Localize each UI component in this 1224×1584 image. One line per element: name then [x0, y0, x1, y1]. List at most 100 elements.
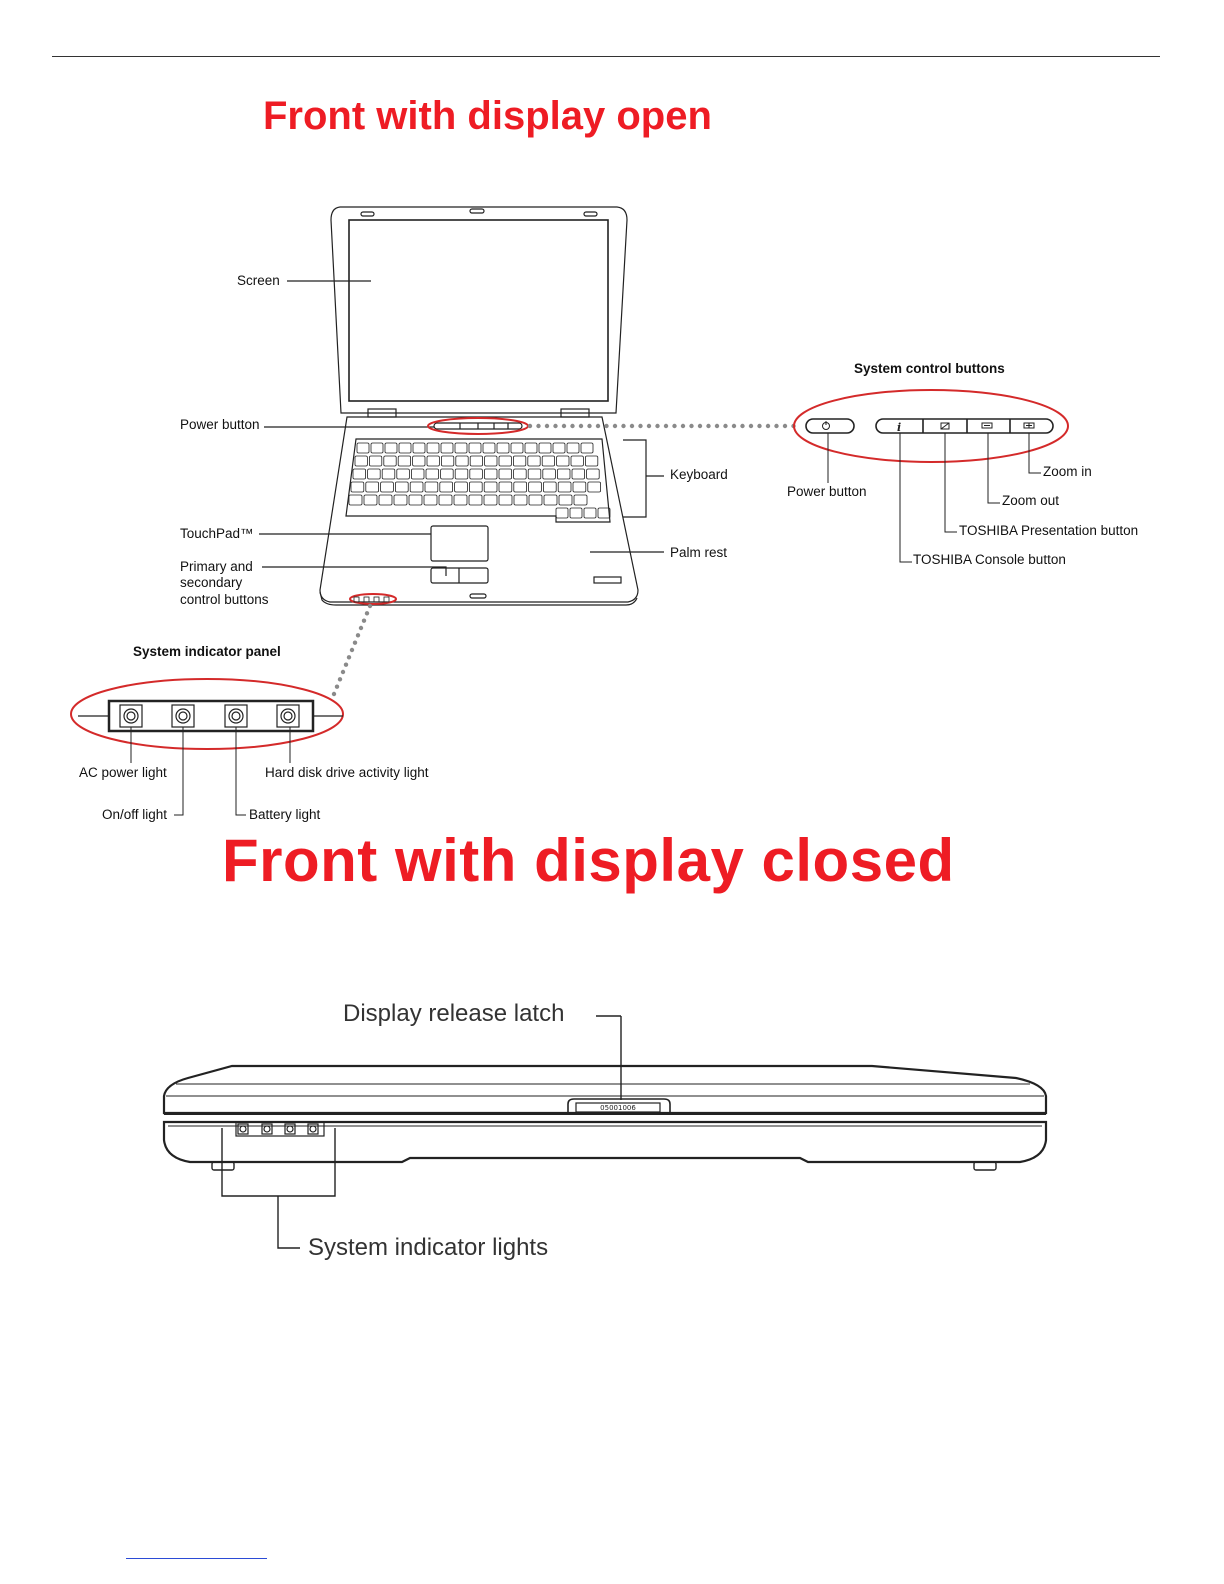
key [454, 442, 468, 454]
key [354, 455, 368, 467]
key [566, 442, 580, 454]
key [440, 455, 455, 467]
key [408, 494, 423, 506]
key [528, 481, 542, 493]
connector-dot [367, 603, 373, 609]
key [378, 494, 393, 506]
title-front-open: Front with display open [263, 94, 712, 138]
connector-dot [646, 423, 652, 429]
lid-outline [330, 206, 628, 414]
connector-dot [527, 423, 533, 429]
label-presentation-button: TOSHIBA Presentation button [959, 523, 1139, 538]
connector-dot [364, 611, 370, 616]
header-rule [52, 56, 1160, 57]
key [543, 494, 558, 506]
key [587, 481, 601, 493]
dotted-connector-controls [527, 423, 796, 429]
connector-dot [723, 423, 728, 429]
connector-dot [782, 423, 788, 429]
indicator-highlight [349, 593, 397, 605]
key [384, 442, 398, 454]
connector-dot [621, 423, 626, 429]
key [498, 455, 512, 467]
key [469, 455, 484, 467]
key [543, 481, 557, 493]
key [440, 468, 454, 480]
connector-dot [358, 625, 364, 631]
key [454, 468, 469, 480]
key [570, 455, 584, 467]
key [356, 442, 370, 454]
key [439, 481, 453, 493]
footer-link-underline[interactable] [126, 1558, 267, 1559]
connector-dot [349, 647, 355, 653]
key [423, 494, 438, 506]
connector-dot [655, 423, 660, 429]
key [513, 481, 527, 493]
key [513, 468, 527, 480]
key [482, 442, 496, 454]
key [383, 455, 397, 467]
key [409, 481, 424, 493]
key [585, 455, 599, 467]
key [572, 481, 587, 493]
key [542, 468, 556, 480]
key [363, 494, 378, 506]
label-primary-line2: secondary [180, 575, 243, 590]
key [583, 507, 597, 519]
system-control-detail [805, 418, 1054, 434]
key [558, 494, 573, 506]
connector-dot [740, 423, 745, 429]
key [394, 481, 409, 493]
closed-latch-tag: 05001006 [600, 1104, 636, 1112]
key [397, 455, 412, 467]
label-keyboard: Keyboard [670, 467, 728, 482]
label-zoom-in: Zoom in [1043, 464, 1092, 479]
key [365, 481, 379, 493]
connector-dot [334, 684, 340, 689]
key [557, 481, 572, 493]
connector-dot [536, 423, 541, 429]
connector-dot [337, 677, 343, 682]
heading-system-control: System control buttons [854, 361, 1005, 376]
label-sc-power-button: Power button [787, 484, 867, 499]
connector-dot [748, 423, 754, 429]
key [468, 442, 482, 454]
key [483, 481, 498, 493]
key [484, 455, 498, 467]
closed-lid [162, 1064, 1048, 1115]
touchpad-shape [430, 525, 489, 562]
key [498, 481, 513, 493]
connector-dot [355, 633, 361, 638]
label-primary-line1: Primary and [180, 559, 253, 574]
key [412, 442, 426, 454]
key [580, 442, 594, 454]
key [513, 455, 527, 467]
key [569, 507, 583, 519]
key [496, 442, 510, 454]
svg-text:i: i [897, 421, 901, 434]
key [453, 494, 468, 506]
label-primary-line3: control buttons [180, 592, 269, 607]
key [412, 455, 426, 467]
connector-dot [595, 423, 601, 429]
key [381, 468, 396, 480]
key [538, 442, 552, 454]
label-system-indicator-lights: System indicator lights [308, 1234, 549, 1261]
connector-dot [343, 662, 349, 667]
key [468, 494, 483, 506]
connector-dot [731, 423, 737, 429]
connector-dot [612, 423, 618, 429]
dotted-connector-indicators [331, 603, 373, 697]
key [440, 442, 454, 454]
key [527, 468, 542, 480]
key [597, 507, 611, 519]
key [483, 468, 498, 480]
key [527, 455, 541, 467]
label-zoom-out: Zoom out [1002, 493, 1060, 508]
key [393, 494, 408, 506]
connector-dot [689, 423, 694, 429]
key [586, 468, 600, 480]
key [352, 468, 367, 480]
